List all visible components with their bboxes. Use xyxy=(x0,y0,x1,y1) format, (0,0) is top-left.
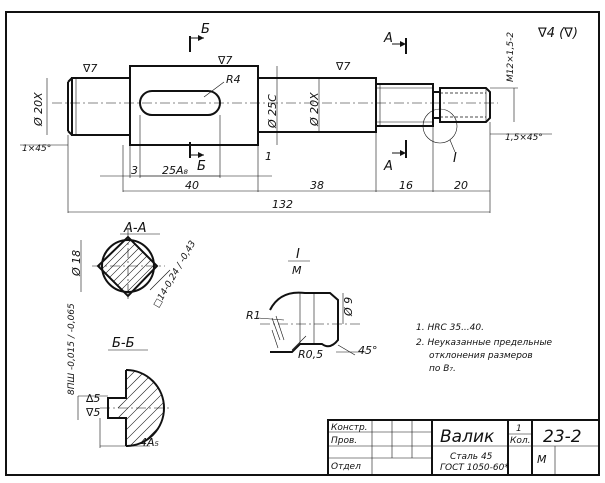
tb-material-1: Сталь 45 xyxy=(450,452,493,462)
dim-d20-right: Ø 20X xyxy=(308,78,321,132)
tb-row1-label: Констр. xyxy=(331,423,368,433)
tb-part-name: Валик xyxy=(440,427,495,447)
dim-thread-text: M12×1,5-2 xyxy=(506,32,516,82)
tb-row3-label: Отдел xyxy=(331,462,361,472)
detail-r05: R0,5 xyxy=(298,348,323,361)
tb-scale: М xyxy=(537,453,547,466)
note-line-1: 1. HRC 35...40. xyxy=(416,323,484,333)
dim-1: 1 xyxy=(265,150,272,163)
dim-chamfer-right: 1,5×45° xyxy=(505,133,543,143)
tb-qty: 1 xyxy=(516,424,522,434)
section-cut-b-top: Б xyxy=(189,22,210,52)
dim-38: 38 xyxy=(310,179,324,192)
detail-angle: 45° xyxy=(358,344,378,357)
detail-i-callout-label: I xyxy=(453,151,457,166)
bb-roughness-2: ∇5 xyxy=(85,406,100,419)
dim-chain xyxy=(67,115,491,213)
dim-25a: 25А₈ xyxy=(162,164,189,177)
dim-d25: Ø 25С xyxy=(266,66,279,145)
detail-d9: Ø 9 xyxy=(342,297,355,317)
dim-d20-left: Ø 20X xyxy=(32,78,48,135)
note-line-4: по В₇. xyxy=(429,364,456,374)
section-cut-a-top: A xyxy=(383,31,407,54)
detail-i-callout-circle xyxy=(422,108,458,144)
note-line-3: отклонения размеров xyxy=(429,351,533,361)
tb-row2-label: Пров. xyxy=(331,436,357,446)
detail-i-scale: М xyxy=(292,264,302,277)
dim-20: 20 xyxy=(454,179,468,192)
roughness-general: ∇4 (∇) xyxy=(537,26,578,41)
section-label-b-top: Б xyxy=(201,22,210,37)
detail-i-view: I М R1 R0,5 Ø 9 45° xyxy=(246,247,378,361)
tb-qty-sub: Кол. xyxy=(510,436,531,446)
dim-16: 16 xyxy=(399,179,413,192)
section-bb-title: Б-Б xyxy=(112,336,135,351)
dim-d20-right-text: Ø 20X xyxy=(308,92,321,127)
dim-r4: R4 xyxy=(226,73,241,86)
section-aa-view: А-А Ø 18 □14-0,24 / -0,43 xyxy=(70,221,198,310)
dim-40: 40 xyxy=(185,179,199,192)
bb-dim: 4А₅ xyxy=(140,436,159,449)
section-label-a-top: A xyxy=(383,31,393,46)
dim-3: 3 xyxy=(131,164,138,177)
dim-thread: M12×1,5-2 xyxy=(490,32,518,122)
sheet-frame xyxy=(5,11,600,476)
roughness-mark-2: ∇7 xyxy=(217,54,232,67)
keyway-slot xyxy=(139,90,221,116)
section-label-b-bottom: Б xyxy=(197,159,206,174)
roughness-mark-1: ∇7 xyxy=(82,62,97,75)
tb-material-2: ГОСТ 1050-60* xyxy=(440,463,509,473)
technical-notes: 1. HRC 35...40. 2. Неуказанные предельны… xyxy=(416,323,553,374)
dim-132: 132 xyxy=(272,198,293,211)
dim-d25-text: Ø 25С xyxy=(266,94,279,129)
section-bb-view: Б-Б 8ПШ -0,015 / -0,065 ∆5 ∇5 4А₅ xyxy=(67,303,172,449)
tb-code: 23-2 xyxy=(543,427,582,447)
aa-dim-square: □14-0,24 / -0,43 xyxy=(152,239,198,309)
title-block: Констр. Пров. Отдел Валик 1 Кол. 23-2 Ст… xyxy=(327,419,600,476)
note-line-2: 2. Неуказанные предельные xyxy=(416,338,553,348)
bb-roughness-1: ∆5 xyxy=(85,392,100,405)
dim-chamfer-left: 1×45° xyxy=(22,144,51,154)
detail-r1: R1 xyxy=(246,309,261,322)
aa-dim-d18: Ø 18 xyxy=(70,250,83,277)
dim-d20-left-text: Ø 20X xyxy=(32,92,45,127)
section-cut-a-bottom: A xyxy=(383,140,407,174)
detail-i-label: I xyxy=(296,247,300,262)
section-label-a-bottom: A xyxy=(383,159,393,174)
section-cut-b-bottom: Б xyxy=(189,142,206,174)
section-aa-title: А-А xyxy=(123,221,146,236)
roughness-mark-3: ∇7 xyxy=(335,60,350,73)
bb-tolerance: 8ПШ -0,015 / -0,065 xyxy=(67,303,77,395)
